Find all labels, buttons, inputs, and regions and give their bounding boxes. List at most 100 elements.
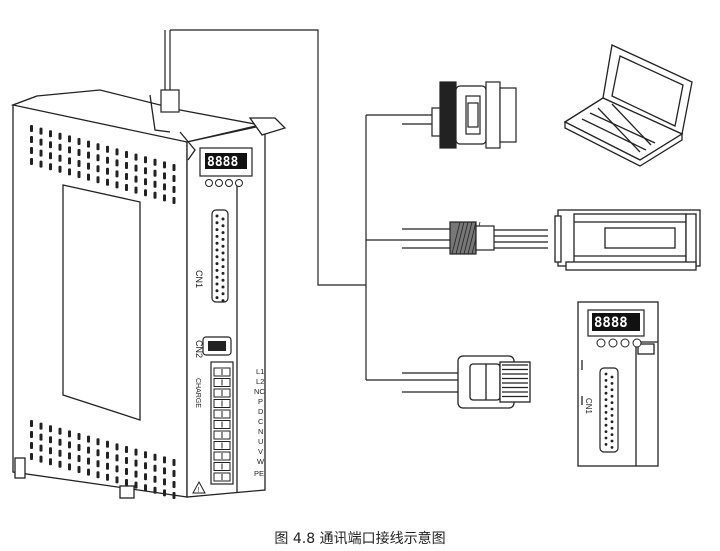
vent-slot	[87, 162, 90, 170]
small-drive-display: 8888	[587, 309, 645, 348]
vent-slot	[172, 481, 176, 488]
controller-module	[554, 209, 701, 271]
vent-slot	[125, 446, 128, 453]
vent-slot	[96, 460, 100, 468]
vent-slot	[49, 447, 52, 455]
terminal-label-l2: L2	[256, 377, 264, 386]
vent-slot	[153, 180, 157, 188]
vent-slot	[77, 160, 81, 167]
vent-slot	[77, 444, 81, 451]
vent-slot	[30, 147, 33, 154]
vent-slot	[68, 430, 71, 438]
main-drive-display: 8888	[199, 147, 253, 187]
vent-slot	[163, 467, 166, 475]
vent-slot	[39, 138, 43, 146]
vent-slot	[172, 164, 176, 171]
vent-slot	[163, 194, 166, 202]
vent-slot	[96, 165, 100, 173]
vent-slot	[30, 431, 33, 438]
vent-slot	[96, 438, 100, 446]
vent-slot	[68, 463, 71, 471]
vent-slot	[30, 125, 33, 132]
cn2-connector: CN2	[194, 336, 232, 358]
cn1-label: CN1	[194, 270, 204, 288]
vent-slot	[49, 152, 52, 160]
terminal-block	[210, 361, 234, 485]
vent-slot	[125, 457, 128, 464]
vent-slot	[172, 492, 176, 499]
cn1-connector: CN1	[194, 209, 229, 303]
vent-slot	[115, 476, 119, 484]
vent-slot	[144, 156, 147, 164]
vent-slot	[125, 162, 128, 169]
vent-slot	[125, 151, 128, 158]
vent-slot	[106, 440, 109, 448]
vent-slot	[58, 154, 62, 162]
vent-slot	[87, 140, 90, 148]
drive-top-cable	[160, 30, 180, 113]
vent-slot	[39, 455, 43, 463]
drive-front-panel	[186, 124, 266, 498]
vent-slot	[106, 167, 109, 175]
laptop-computer	[563, 44, 693, 167]
vent-slot	[87, 457, 90, 465]
vent-slot	[106, 156, 109, 164]
vent-slot	[163, 172, 166, 180]
svg-text:!: !	[198, 487, 200, 494]
vent-slot	[153, 169, 157, 177]
vent-slot	[68, 135, 71, 143]
vent-slot	[163, 456, 166, 464]
vent-slot	[77, 433, 81, 440]
vent-slot	[125, 468, 128, 475]
vent-slot	[96, 154, 100, 162]
vent-slot	[77, 149, 81, 156]
vent-slot	[115, 148, 119, 156]
vent-slot	[49, 458, 52, 466]
vent-slot	[87, 446, 90, 454]
vent-slot	[144, 451, 147, 459]
vent-slot	[49, 141, 52, 149]
vent-slot	[172, 175, 176, 182]
terminal-label-p: P	[258, 397, 263, 406]
vent-slot	[49, 425, 52, 433]
vent-slot	[115, 443, 119, 451]
vent-slot	[144, 189, 147, 197]
vent-slot	[68, 441, 71, 449]
vent-slot	[68, 146, 71, 154]
vent-slot	[58, 438, 62, 446]
vent-slot	[96, 471, 100, 479]
vent-slot	[39, 422, 43, 430]
vent-slot	[163, 489, 166, 497]
vent-slot	[30, 158, 33, 165]
vent-slot	[172, 197, 176, 204]
vent-slot	[106, 473, 109, 481]
vent-slot	[87, 173, 90, 181]
vent-slot	[87, 151, 90, 159]
vent-slot	[106, 145, 109, 153]
vent-slot	[115, 465, 119, 473]
vent-slot	[153, 464, 157, 472]
vent-slot	[153, 158, 157, 166]
vent-slot	[115, 170, 119, 178]
drive-side-window	[62, 184, 141, 421]
cable-main-run	[170, 29, 366, 286]
vent-slot	[134, 186, 138, 194]
vent-slot	[144, 178, 147, 186]
vent-slot	[39, 160, 43, 168]
vent-slot	[96, 176, 100, 184]
vent-slot	[58, 449, 62, 457]
cn2-label: CN2	[194, 340, 204, 358]
vent-slot	[134, 481, 138, 489]
vent-slot	[106, 451, 109, 459]
vent-slot	[30, 442, 33, 449]
terminal-label-u: U	[258, 437, 263, 446]
vent-slot	[125, 173, 128, 180]
vent-slot	[163, 183, 166, 191]
vent-slot	[153, 191, 157, 199]
side-vents	[30, 125, 176, 499]
vent-slot	[49, 130, 52, 138]
vent-slot	[172, 470, 176, 477]
small-cn1-label: CN1	[584, 398, 593, 415]
vent-slot	[39, 149, 43, 157]
